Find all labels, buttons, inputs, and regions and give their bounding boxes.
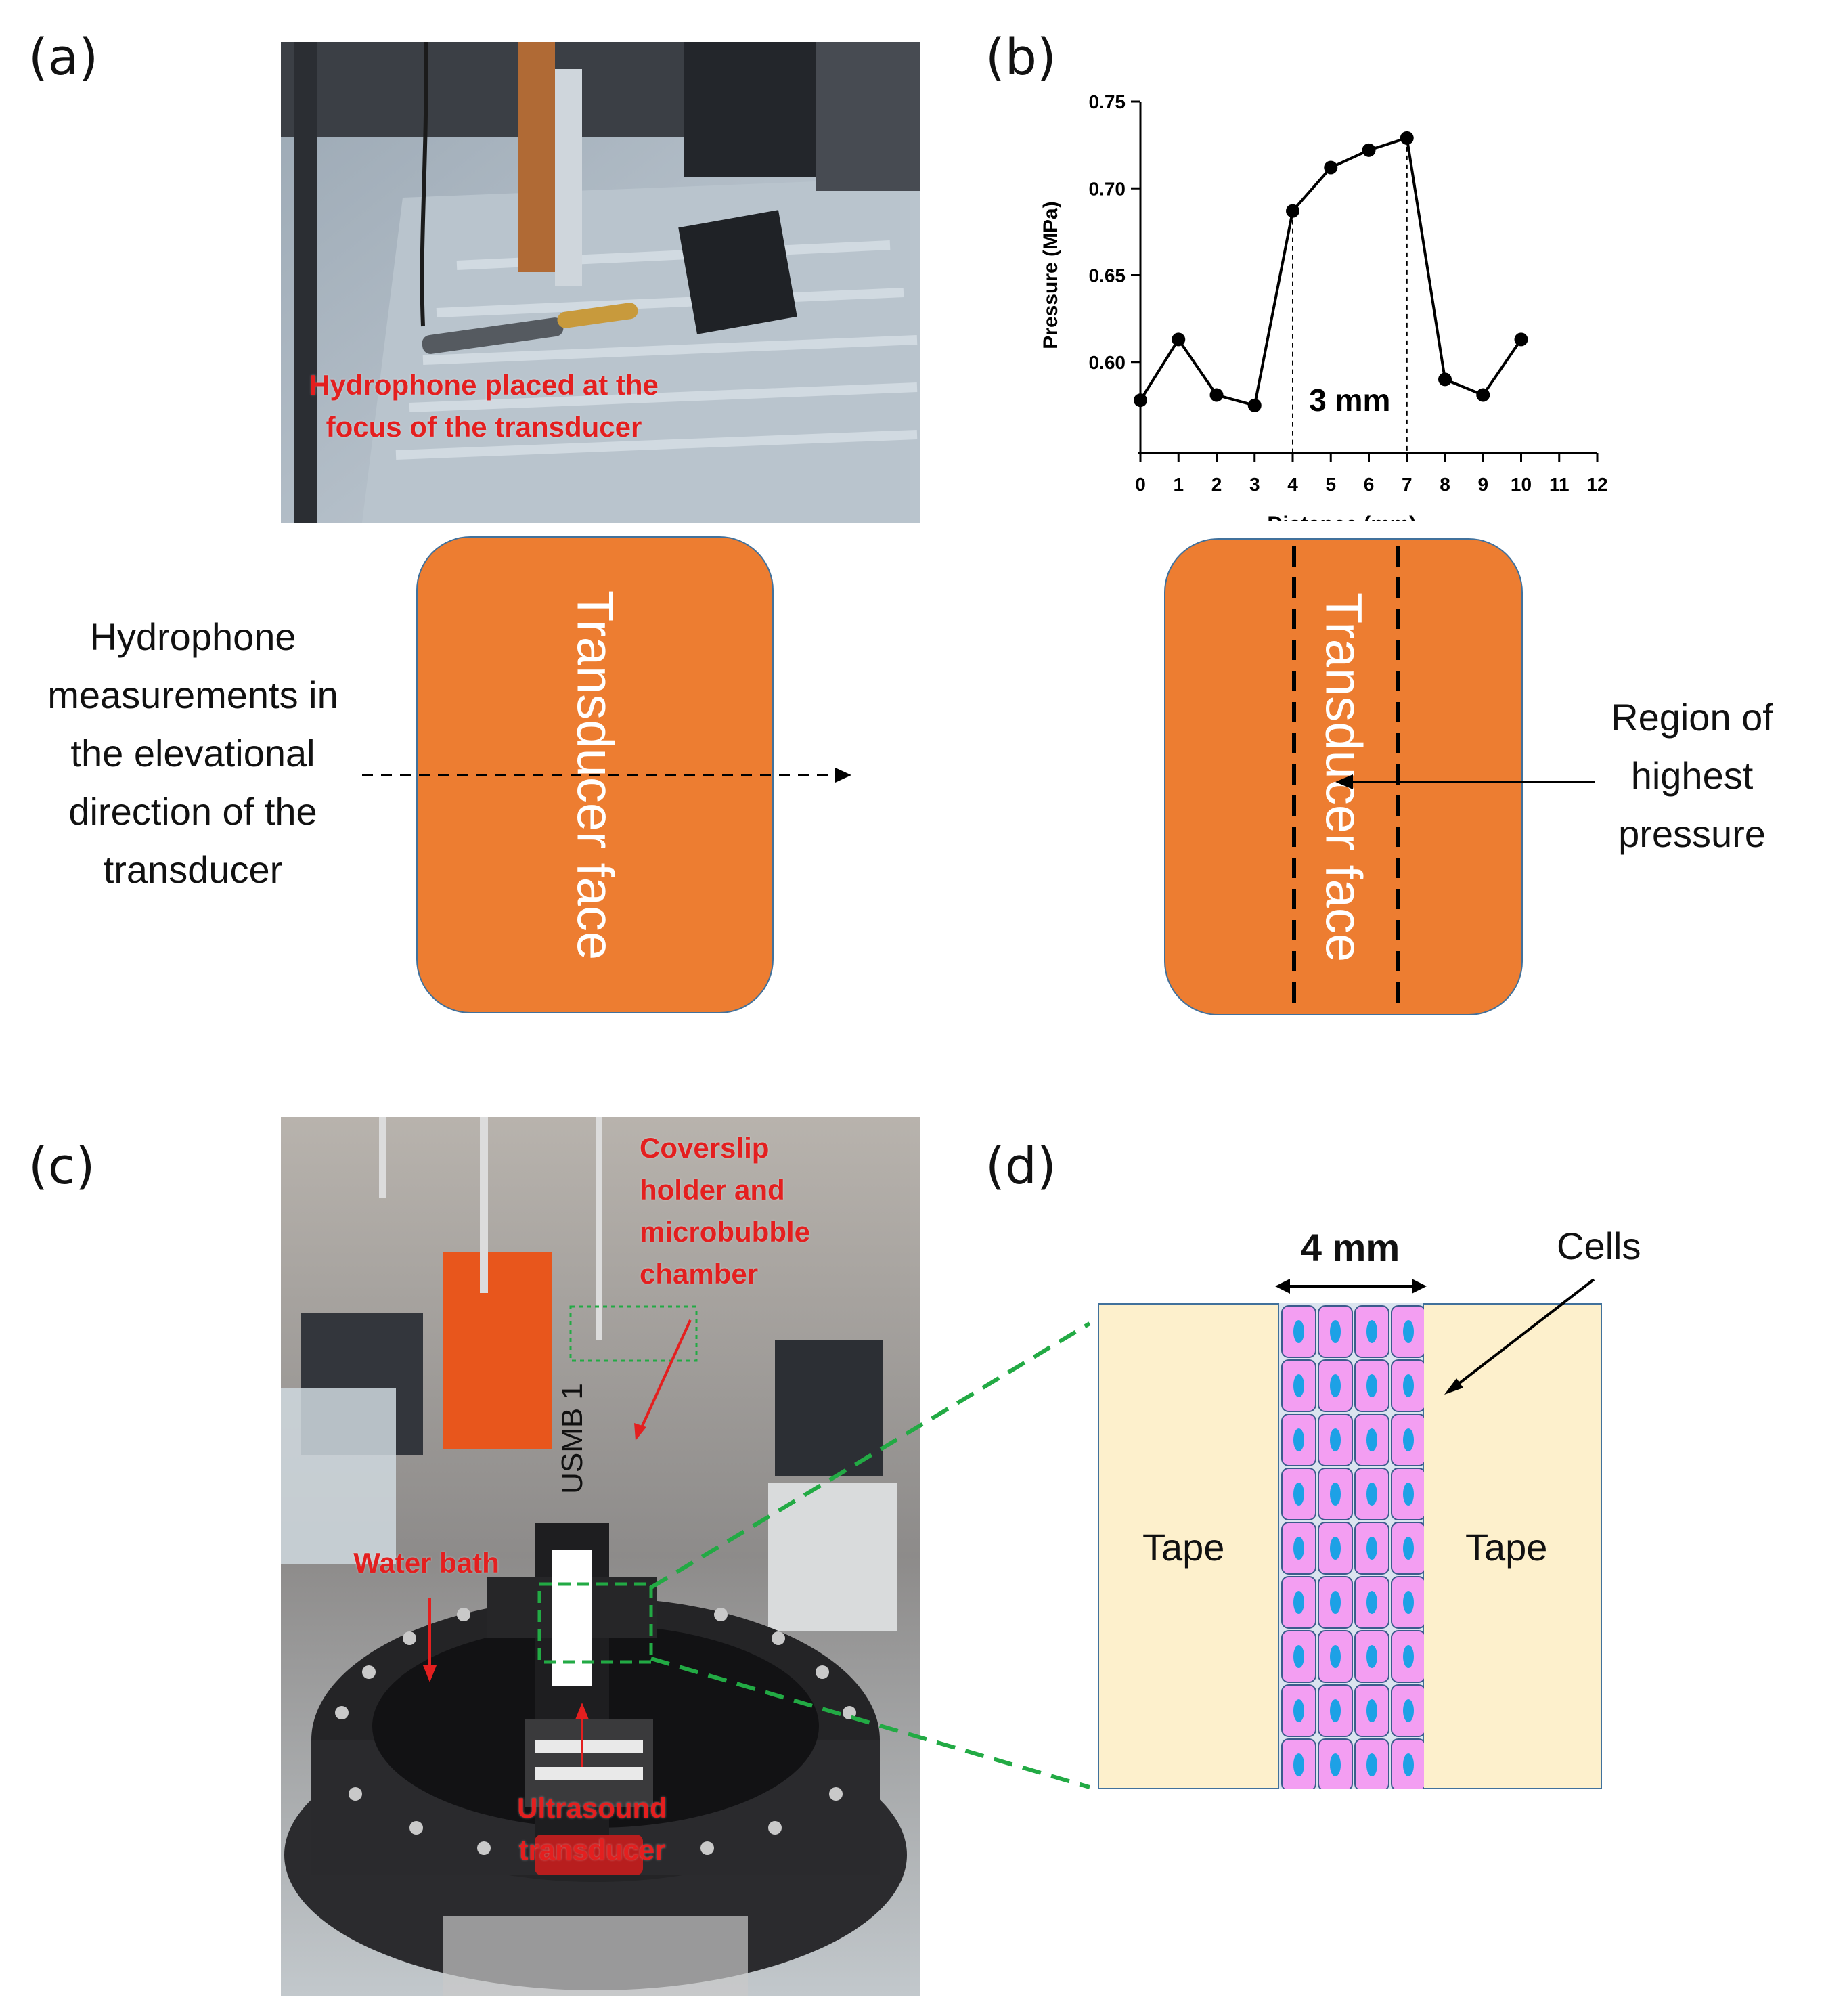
cell-nucleus xyxy=(1403,1753,1414,1776)
data-point xyxy=(1324,160,1338,175)
device-photo-illustration xyxy=(281,1117,920,1996)
data-point xyxy=(1247,398,1262,412)
x-axis-label: Distance (mm) xyxy=(1267,512,1417,521)
cell-nucleus xyxy=(1330,1753,1341,1776)
coverslip-holder-caption: Coverslip holder and microbubble chamber xyxy=(640,1132,811,1290)
cell-nucleus xyxy=(1293,1753,1304,1776)
data-point xyxy=(1514,332,1528,347)
cell-nucleus xyxy=(1293,1483,1304,1506)
x-tick-label: 5 xyxy=(1325,474,1336,495)
x-tick-label: 6 xyxy=(1364,474,1375,495)
data-point xyxy=(1134,393,1147,408)
tape-left-label: Tape xyxy=(1142,1526,1225,1569)
cell-nucleus xyxy=(1403,1320,1414,1343)
cells-label: Cells xyxy=(1557,1225,1641,1267)
cell-nucleus xyxy=(1330,1320,1341,1343)
hydrophone-photo-illustration xyxy=(281,42,920,523)
cell-nucleus xyxy=(1366,1537,1377,1560)
cells-pointer-arrow xyxy=(1444,1278,1595,1395)
span-label: 3 mm xyxy=(1309,382,1390,418)
cell-nucleus xyxy=(1330,1483,1341,1506)
cell-nucleus xyxy=(1293,1591,1304,1614)
hydrophone-caption: Hydrophone placed at the focus of the tr… xyxy=(309,369,659,443)
y-tick-label: 0.75 xyxy=(1089,91,1126,112)
panel-label-d: (d) xyxy=(985,1137,1056,1196)
x-tick-label: 8 xyxy=(1440,474,1450,495)
tape-right-label: Tape xyxy=(1465,1526,1548,1569)
y-tick-label: 0.65 xyxy=(1089,265,1126,286)
device-setup-photo xyxy=(281,1117,920,1996)
data-point xyxy=(1286,204,1299,218)
cell-nucleus xyxy=(1403,1699,1414,1722)
cell-nucleus xyxy=(1403,1428,1414,1451)
cell-nucleus xyxy=(1293,1699,1304,1722)
cell-nucleus xyxy=(1330,1645,1341,1668)
x-tick-label: 4 xyxy=(1287,474,1298,495)
panel-label-b: (b) xyxy=(985,28,1056,87)
high-pressure-region-bounds xyxy=(1292,546,1400,1012)
water-bath-caption: Water bath xyxy=(353,1547,499,1579)
cell-nucleus xyxy=(1366,1591,1377,1614)
cell-nucleus xyxy=(1293,1320,1304,1343)
x-tick-label: 12 xyxy=(1586,474,1607,495)
y-tick-label: 0.60 xyxy=(1089,352,1126,373)
cell-nucleus xyxy=(1403,1645,1414,1668)
cell-grid xyxy=(1281,1305,1424,1789)
x-tick-label: 9 xyxy=(1477,474,1488,495)
cell-nucleus xyxy=(1366,1483,1377,1506)
cell-nucleus xyxy=(1403,1591,1414,1614)
cell-nucleus xyxy=(1293,1537,1304,1560)
hydrophone-setup-photo xyxy=(281,42,920,523)
cell-nucleus xyxy=(1330,1699,1341,1722)
channel-width-label: 4 mm xyxy=(1300,1226,1400,1269)
transducer-face-b: Transducer face xyxy=(1164,538,1523,1015)
cell-nucleus xyxy=(1403,1483,1414,1506)
region-pointer-arrow xyxy=(1335,774,1595,789)
cell-nucleus xyxy=(1403,1537,1414,1560)
cell-nucleus xyxy=(1293,1645,1304,1668)
elevational-direction-arrow xyxy=(362,768,851,783)
x-tick-label: 0 xyxy=(1135,474,1146,495)
cell-nucleus xyxy=(1366,1645,1377,1668)
x-tick-label: 3 xyxy=(1249,474,1260,495)
y-axis-label: Pressure (MPa) xyxy=(1042,201,1062,349)
cell-nucleus xyxy=(1330,1428,1341,1451)
data-point xyxy=(1438,372,1452,387)
data-point xyxy=(1209,388,1224,402)
cell-nucleus xyxy=(1366,1320,1377,1343)
cell-nucleus xyxy=(1366,1699,1377,1722)
cell-nucleus xyxy=(1330,1374,1341,1397)
region-description: Region of highest pressure xyxy=(1611,696,1773,855)
y-tick-label: 0.70 xyxy=(1089,178,1126,199)
cell-nucleus xyxy=(1366,1374,1377,1397)
data-point xyxy=(1172,332,1186,347)
data-point xyxy=(1362,143,1376,157)
data-point xyxy=(1400,131,1414,145)
photo-annotations xyxy=(423,1305,698,1767)
data-point xyxy=(1476,388,1490,402)
cell-nucleus xyxy=(1293,1428,1304,1451)
cell-nucleus xyxy=(1330,1591,1341,1614)
channel-width-arrow xyxy=(1275,1279,1427,1294)
cell-nucleus xyxy=(1330,1537,1341,1560)
panel-label-c: (c) xyxy=(28,1137,95,1196)
x-tick-label: 11 xyxy=(1549,474,1570,495)
cell-nucleus xyxy=(1293,1374,1304,1397)
cell-nucleus xyxy=(1366,1428,1377,1451)
chart-series xyxy=(1134,131,1528,412)
measurement-description: Hydrophone measurements in the elevation… xyxy=(47,615,338,891)
cell-nucleus xyxy=(1403,1374,1414,1397)
x-tick-label: 1 xyxy=(1173,474,1184,495)
panel-label-a: (a) xyxy=(28,28,99,87)
transducer-face-label-b: Transducer face xyxy=(1314,592,1373,962)
coverslip-highlight-box xyxy=(569,1305,698,1362)
ultrasound-transducer-caption: Ultrasound transducer xyxy=(517,1792,667,1866)
x-tick-label: 10 xyxy=(1511,474,1532,495)
x-tick-label: 2 xyxy=(1211,474,1222,495)
cell-nucleus xyxy=(1366,1753,1377,1776)
x-tick-label: 7 xyxy=(1402,474,1412,495)
